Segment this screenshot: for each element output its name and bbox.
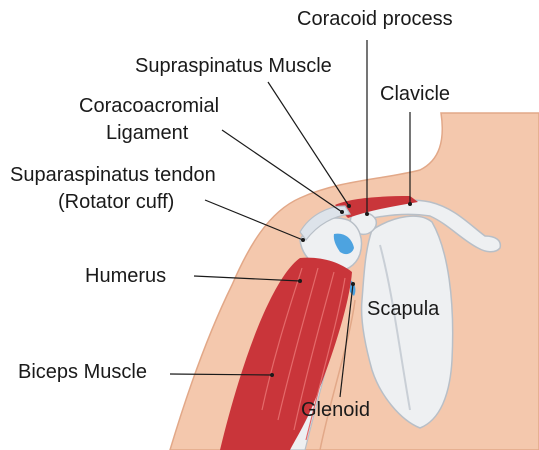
leader-tendon [204, 199, 304, 241]
leader-humerus [193, 275, 301, 282]
clavicle-bone [351, 199, 502, 253]
label-scapula: Scapula [367, 298, 440, 320]
label-clavicle: Clavicle [380, 83, 451, 105]
label-tendon-line1: Suparaspinatus tendon [10, 164, 216, 186]
label-tendon-line2: (Rotator cuff) [58, 191, 175, 213]
label-coracoacromial-line1: Coracoacromial [79, 95, 220, 117]
label-coracoid-process: Coracoid process [297, 8, 453, 30]
leader-biceps [169, 373, 273, 376]
supraspinatus-tendon [299, 205, 352, 241]
biceps-muscle-shape [220, 257, 352, 450]
leader-coracoacromial [221, 129, 343, 213]
label-coracoacromial-line2: Ligament [106, 122, 189, 144]
glenoid-cartilage [333, 233, 354, 255]
label-glenoid: Glenoid [301, 399, 370, 421]
label-supraspinatus-muscle: Supraspinatus Muscle [135, 55, 332, 77]
supraspinatus-muscle-shape [335, 196, 418, 218]
scapula-bone [360, 215, 454, 429]
label-biceps-muscle: Biceps Muscle [18, 361, 147, 383]
leader-supraspinatus [267, 81, 350, 207]
label-humerus: Humerus [85, 265, 167, 287]
leader-glenoid [339, 283, 354, 398]
